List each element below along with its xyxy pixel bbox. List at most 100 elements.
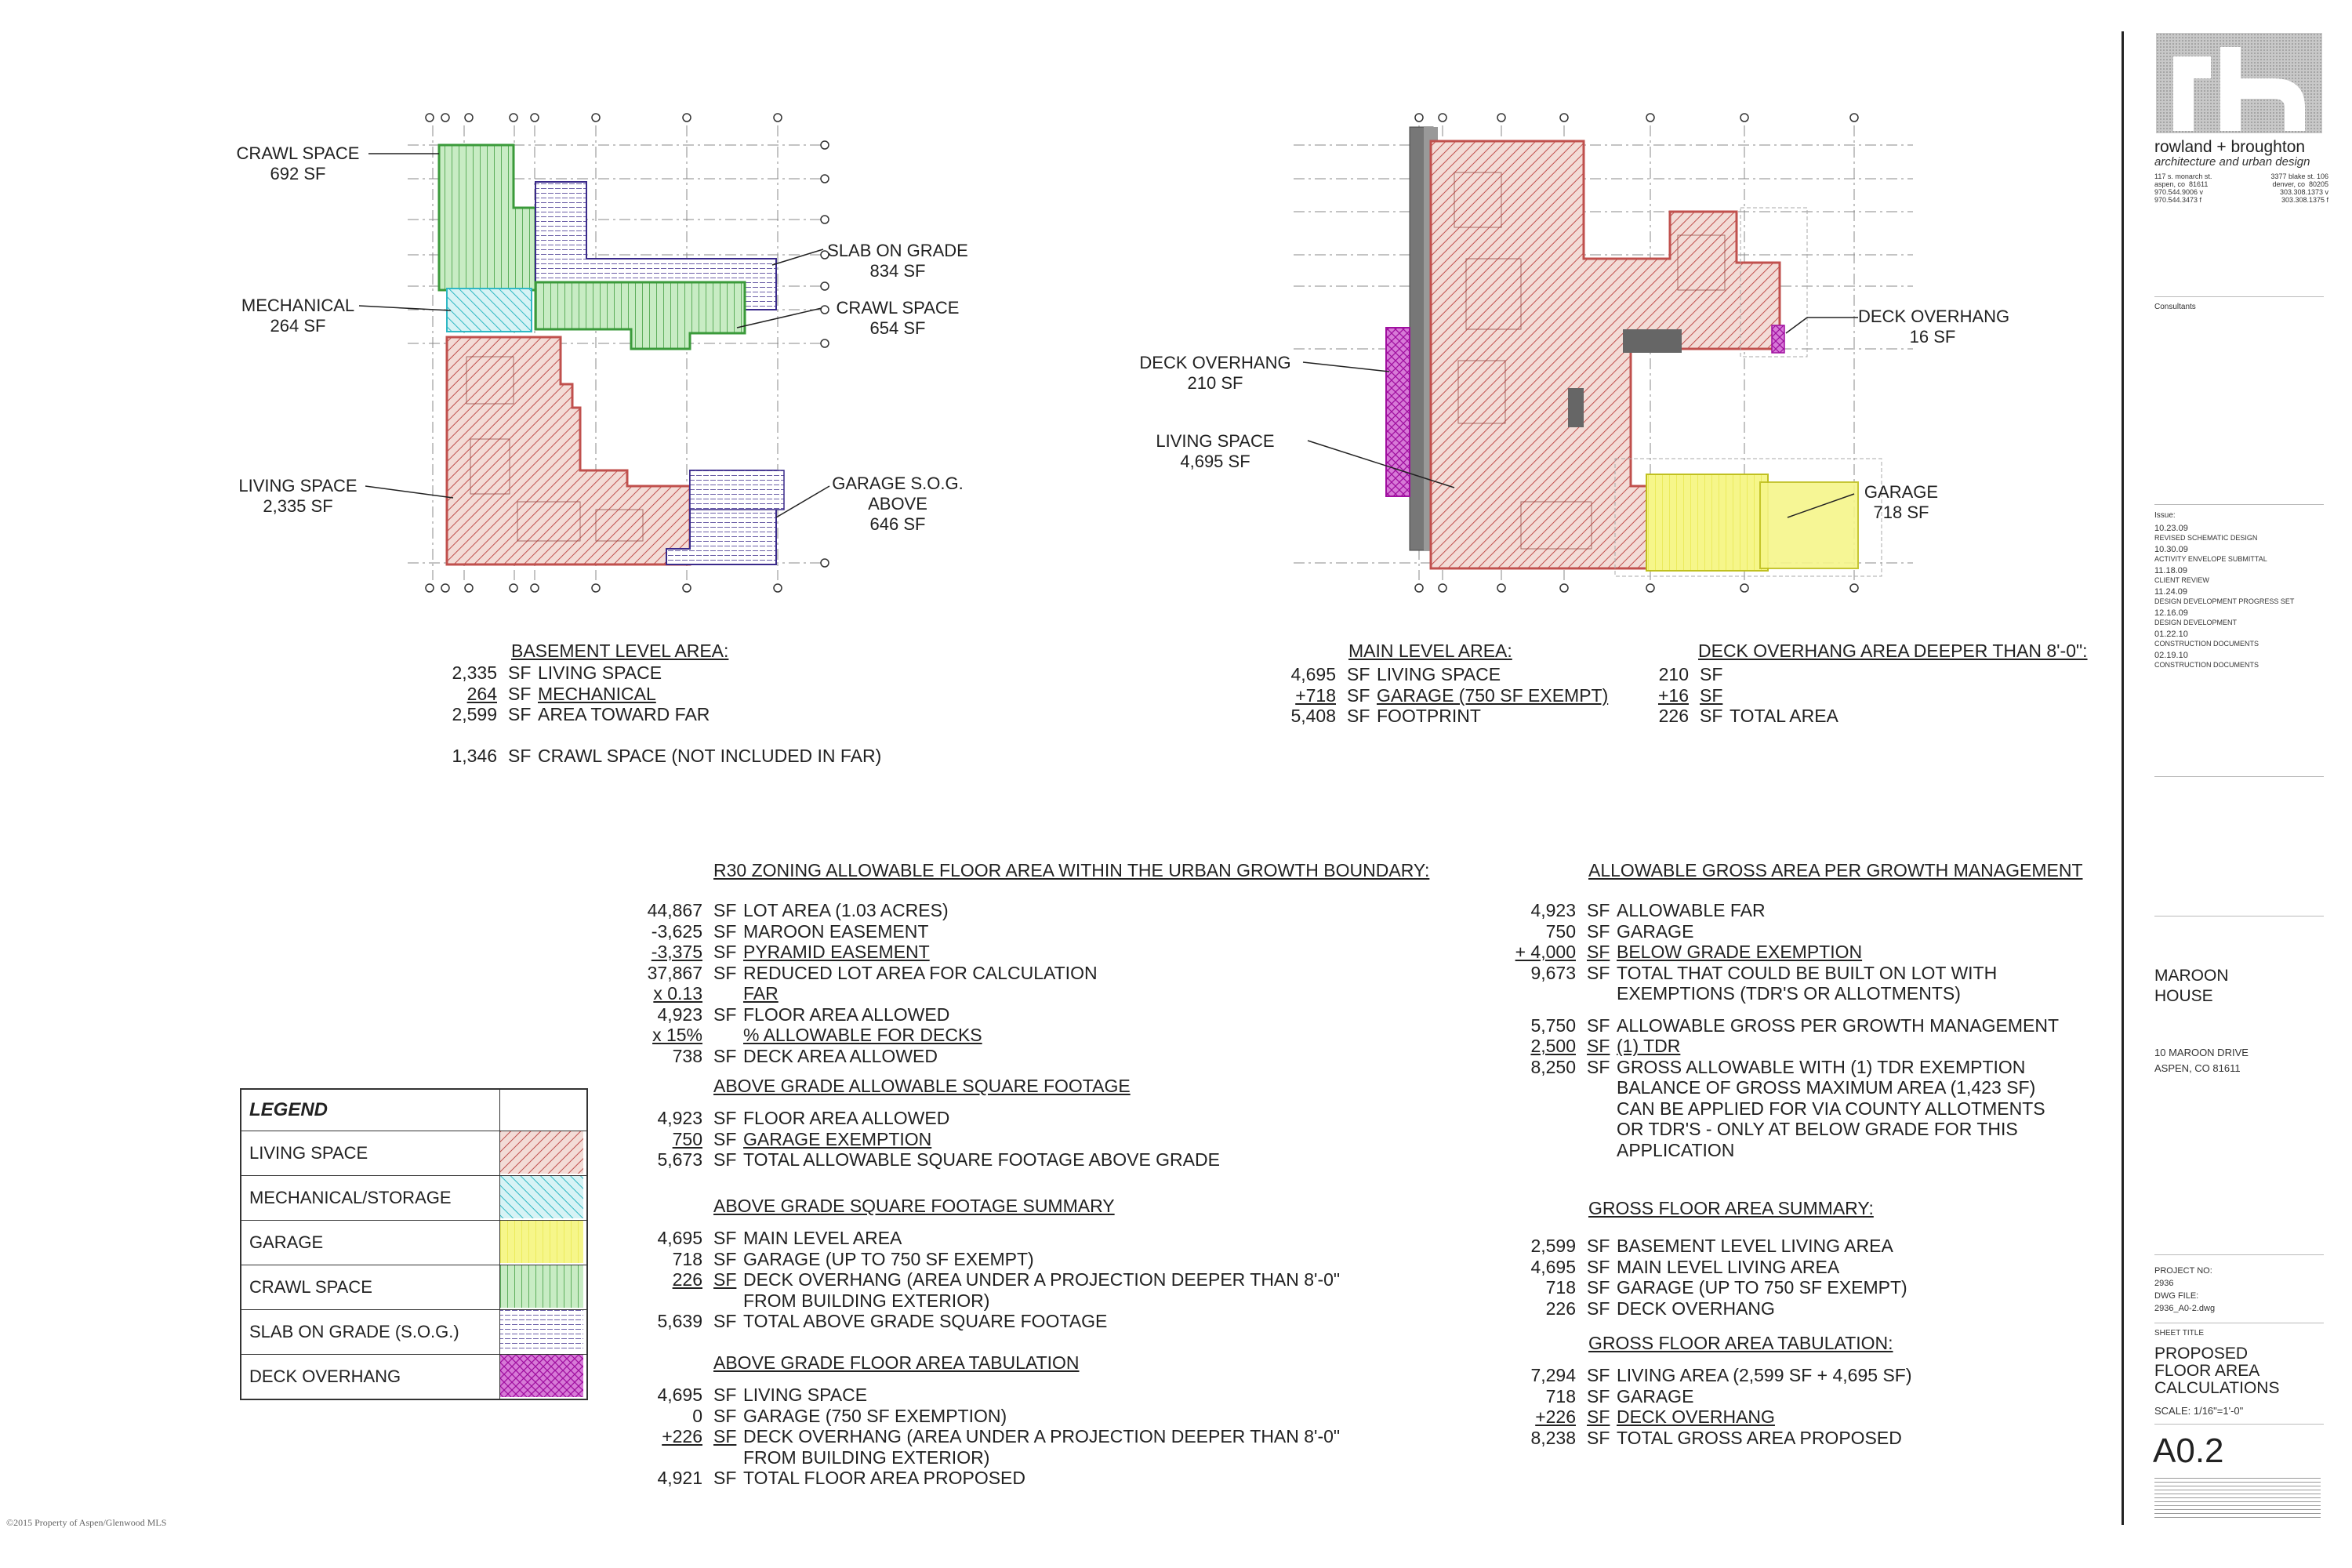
sheet-number: A0.2 [2153,1432,2224,1470]
firm-logo [2156,33,2322,133]
legend-row: CRAWL SPACE [241,1265,586,1309]
legend-header: LEGEND [241,1090,586,1131]
issue-list: 10.23.09 REVISED SCHEMATIC DESIGN 10.30.… [2154,524,2294,672]
basement-floor-plan [358,113,830,593]
above-grade-allowable-heading: ABOVE GRADE ALLOWABLE SQUARE FOOTAGE [713,1076,1131,1096]
legend-title: LEGEND [241,1090,500,1131]
divider [2154,504,2324,505]
legend-swatch-living [500,1131,586,1175]
issue-desc: CONSTRUCTION DOCUMENTS [2154,661,2259,669]
issue-desc: DESIGN DEVELOPMENT [2154,619,2238,626]
r30-zoning-heading: R30 ZONING ALLOWABLE FLOOR AREA WITHIN T… [713,860,1430,880]
gross-summary-heading: GROSS FLOOR AREA SUMMARY: [1588,1198,1874,1218]
sheet-title-label: SHEET TITLE [2154,1329,2204,1338]
legend-swatch-garage [500,1221,586,1265]
issue-date: 01.22.10 [2154,630,2188,639]
issue-label: Issue: [2154,511,2176,520]
label-living-space-2335: LIVING SPACE 2,335 SF [238,476,358,516]
issue-date: 02.19.10 [2154,651,2188,660]
issue-desc: CLIENT REVIEW [2154,576,2209,584]
legend-label: CRAWL SPACE [241,1265,500,1309]
dwg-file: 2936_A0-2.dwg [2154,1304,2216,1313]
project-name: MAROON HOUSE [2154,967,2229,1005]
issue-date: 10.23.09 [2154,524,2188,533]
label-crawl-space-654: CRAWL SPACE 654 SF [836,298,960,338]
legend-row: SLAB ON GRADE (S.O.G.) [241,1309,586,1354]
sheet-title: PROPOSED FLOOR AREA CALCULATIONS [2154,1345,2280,1397]
project-no-label: PROJECT NO: [2154,1266,2212,1276]
above-grade-tabulation-heading: ABOVE GRADE FLOOR AREA TABULATION [713,1352,1080,1373]
aspen-office-address: 117 s. monarch st. aspen, co 81611 970.5… [2154,172,2212,204]
sheet-scale: SCALE: 1/16"=1'-0" [2154,1405,2244,1417]
label-mechanical-264: MECHANICAL 264 SF [241,296,355,336]
project-address: 10 MAROON DRIVE ASPEN, CO 81611 [2154,1047,2249,1074]
label-garage-sog-646: GARAGE S.O.G. ABOVE 646 SF [832,474,964,534]
consultants-label: Consultants [2154,303,2196,311]
issue-desc: DESIGN DEVELOPMENT PROGRESS SET [2154,597,2295,605]
issue-date: 12.16.09 [2154,608,2188,618]
firm-name: rowland + broughton [2154,138,2306,156]
label-deck-overhang-16: DECK OVERHANG 16 SF [1858,307,2010,347]
issue-desc: CONSTRUCTION DOCUMENTS [2154,640,2259,648]
above-grade-summary-heading: ABOVE GRADE SQUARE FOOTAGE SUMMARY [713,1196,1115,1216]
label-living-space-4695: LIVING SPACE 4,695 SF [1156,431,1275,471]
legend-label: SLAB ON GRADE (S.O.G.) [241,1310,500,1354]
label-crawl-space-692: CRAWL SPACE 692 SF [236,143,360,183]
legend-row: MECHANICAL/STORAGE [241,1175,586,1220]
main-level-area-heading: MAIN LEVEL AREA: [1348,641,1512,661]
main-level-floor-plan [1294,113,1913,593]
legend-swatch-mechanical [500,1176,586,1220]
denver-office-address: 3377 blake st. 106 denver, co 80205 303.… [2270,172,2328,204]
dwg-file-label: DWG FILE: [2154,1291,2199,1301]
deck-overhang-area-heading: DECK OVERHANG AREA DEEPER THAN 8'-0": [1698,641,2088,661]
label-slab-on-grade-834: SLAB ON GRADE 834 SF [827,241,968,281]
legend-label: DECK OVERHANG [241,1355,500,1399]
legend-label: GARAGE [241,1221,500,1265]
legend-row: GARAGE [241,1220,586,1265]
legend-row: LIVING SPACE [241,1131,586,1175]
issue-desc: REVISED SCHEMATIC DESIGN [2154,534,2258,542]
basement-area-heading: BASEMENT LEVEL AREA: [511,641,729,661]
